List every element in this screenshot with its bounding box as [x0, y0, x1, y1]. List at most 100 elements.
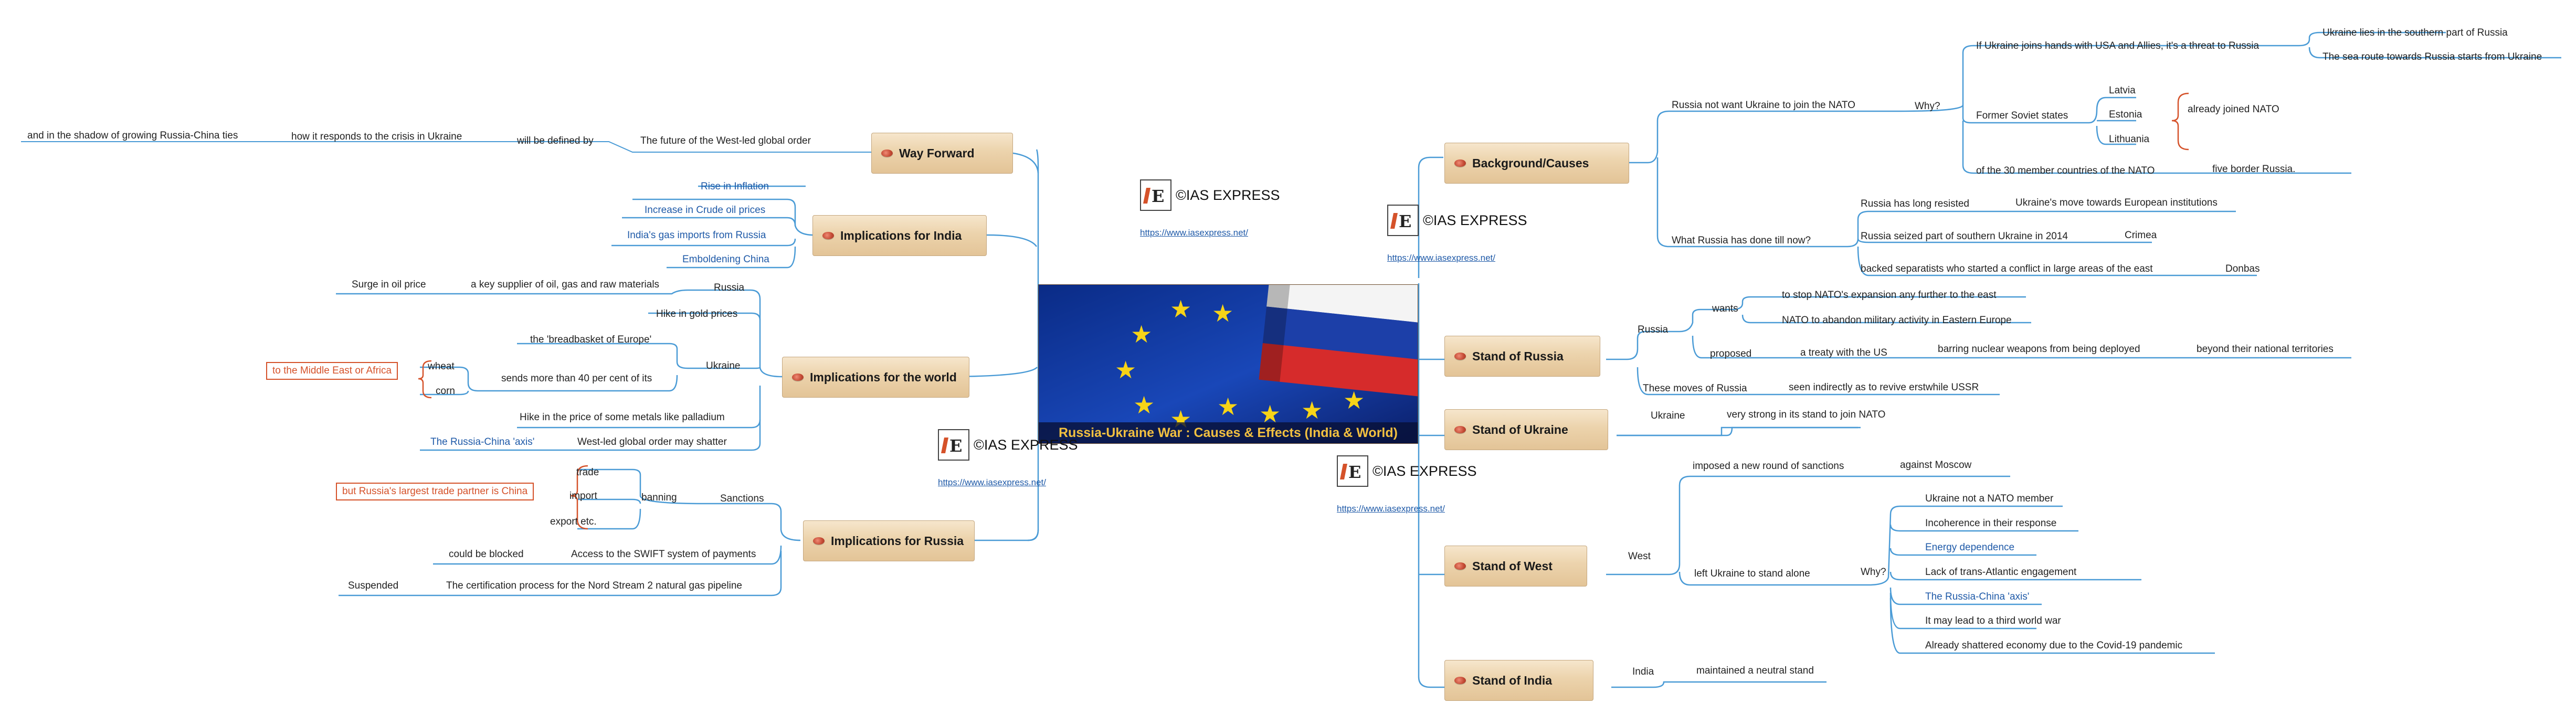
bg-latvia: Latvia [2109, 85, 2136, 96]
topic-bullet-icon [813, 537, 825, 545]
topic-bullet-icon [1454, 677, 1466, 684]
bg-european: Ukraine's move towards European institut… [2015, 197, 2218, 208]
si-neutral: maintained a neutral stand [1696, 665, 1814, 676]
sw-reason: Lack of trans-Atlantic engagement [1925, 567, 2077, 578]
svg-text:★: ★ [1115, 356, 1136, 384]
svg-text:★: ★ [1170, 295, 1191, 323]
ias-logo-icon: E [938, 429, 969, 461]
world-order: West-led global order may shatter [577, 436, 727, 447]
sw-imposed: imposed a new round of sanctions [1693, 461, 1844, 472]
bg-crimea: Crimea [2125, 230, 2157, 241]
topic-bullet-icon [1454, 159, 1466, 167]
bg-thirty: of the 30 member countries of the NATO [1976, 165, 2155, 176]
way-forward-responds: how it responds to the crisis in Ukraine [291, 131, 462, 142]
bg-why: Why? [1915, 101, 1940, 112]
watermark-logo: E ©IAS EXPRESS [938, 429, 1078, 461]
india-inflation: Rise in Inflation [701, 181, 769, 192]
central-caption: Russia-Ukraine War : Causes & Effects (I… [1039, 422, 1418, 443]
world-surge: Surge in oil price [352, 279, 426, 290]
node-way-forward[interactable]: Way Forward [871, 133, 1013, 174]
svg-text:E: E [1399, 211, 1411, 231]
world-wheat: wheat [428, 361, 455, 372]
watermark-logo: E ©IAS EXPRESS [1140, 179, 1280, 211]
node-stand-west[interactable]: Stand of West [1444, 546, 1587, 587]
ias-logo-icon: E [1387, 205, 1419, 236]
bg-seized: Russia seized part of southern Ukraine i… [1861, 231, 2068, 242]
svg-text:E: E [1152, 186, 1164, 206]
su-strong: very strong in its stand to join NATO [1727, 409, 1886, 420]
world-middle-east: to the Middle East or Africa [266, 362, 398, 380]
node-stand-india[interactable]: Stand of India [1444, 660, 1593, 701]
node-implications-russia[interactable]: Implications for Russia [803, 520, 975, 561]
svg-text:★: ★ [1217, 392, 1239, 421]
watermark-link[interactable]: https://www.iasexpress.net/ [938, 477, 1046, 487]
watermark-brand: ©IAS EXPRESS [1373, 463, 1477, 479]
bg-sea: The sea route towards Russia starts from… [2322, 51, 2542, 62]
sw-reason: The Russia-China 'axis' [1925, 591, 2030, 602]
russia-nord: The certification process for the Nord S… [446, 580, 742, 591]
svg-text:★: ★ [1301, 396, 1323, 424]
sr-stop: to stop NATO's expansion any further to … [1782, 290, 1997, 301]
sw-reason: Already shattered economy due to the Cov… [1925, 640, 2183, 651]
russia-suspended: Suspended [348, 580, 399, 591]
topic-bullet-icon [822, 232, 834, 239]
watermark-link[interactable]: https://www.iasexpress.net/ [1140, 228, 1248, 238]
watermark-brand: ©IAS EXPRESS [974, 436, 1078, 453]
russia-import: import [569, 491, 597, 502]
way-forward-shadow: and in the shadow of growing Russia-Chin… [27, 130, 238, 141]
india-gas: India's gas imports from Russia [627, 230, 766, 241]
flags-illustration: ★ ★ ★ ★ ★ ★ ★ ★ ★ ★ [1039, 285, 1418, 443]
sr-russia: Russia [1638, 324, 1669, 335]
russia-sanctions: Sanctions [720, 493, 764, 504]
sw-reason: It may lead to a third world war [1925, 615, 2061, 626]
watermark-link[interactable]: https://www.iasexpress.net/ [1337, 504, 1445, 514]
sw-west: West [1628, 551, 1651, 562]
india-china: Emboldening China [682, 254, 769, 265]
sr-treaty: a treaty with the US [1800, 347, 1887, 358]
sr-proposed: proposed [1710, 348, 1752, 359]
way-forward-future: The future of the West-led global order [640, 135, 811, 146]
watermark-brand: ©IAS EXPRESS [1176, 187, 1280, 203]
russia-export: export etc. [550, 516, 597, 527]
bg-done: What Russia has done till now? [1672, 235, 1811, 246]
topic-bullet-icon [1454, 562, 1466, 570]
topic-bullet-icon [1454, 353, 1466, 360]
bg-southern: Ukraine lies in the southern part of Rus… [2322, 27, 2508, 38]
world-sends: sends more than 40 per cent of its [501, 373, 652, 384]
russia-flag [1259, 285, 1418, 398]
node-implications-india[interactable]: Implications for India [812, 215, 987, 256]
russia-banning: banning [641, 492, 677, 503]
sw-moscow: against Moscow [1900, 460, 1972, 471]
watermark-logo: E ©IAS EXPRESS [1387, 205, 1527, 236]
world-russia: Russia [714, 282, 745, 293]
world-palladium: Hike in the price of some metals like pa… [520, 412, 725, 423]
way-forward-defined: will be defined by [517, 135, 594, 146]
sr-wants: wants [1712, 303, 1738, 314]
topic-bullet-icon [792, 374, 804, 381]
bg-joins: If Ukraine joins hands with USA and Alli… [1976, 40, 2260, 51]
bg-soviet: Former Soviet states [1976, 110, 2068, 121]
bg-already: already joined NATO [2188, 104, 2279, 115]
svg-text:★: ★ [1131, 320, 1152, 348]
watermark-link[interactable]: https://www.iasexpress.net/ [1387, 253, 1495, 263]
sr-beyond: beyond their national territories [2197, 344, 2334, 355]
node-implications-world[interactable]: Implications for the world [782, 357, 969, 398]
sr-moves: These moves of Russia [1643, 383, 1747, 394]
topic-bullet-icon [1454, 426, 1466, 433]
sr-ussr: seen indirectly as to revive erstwhile U… [1789, 382, 1979, 393]
world-ukraine: Ukraine [706, 360, 741, 371]
node-background-causes[interactable]: Background/Causes [1444, 143, 1629, 184]
central-image: ★ ★ ★ ★ ★ ★ ★ ★ ★ ★ Russia-Ukraine War :… [1038, 284, 1418, 444]
bg-backed: backed separatists who started a conflic… [1861, 263, 2153, 274]
ias-logo-icon: E [1140, 179, 1171, 211]
svg-text:★: ★ [1343, 386, 1365, 414]
world-axis: The Russia-China 'axis' [430, 436, 535, 447]
svg-text:E: E [949, 436, 962, 455]
russia-blocked: could be blocked [449, 549, 524, 560]
node-stand-russia[interactable]: Stand of Russia [1444, 336, 1600, 377]
bg-resisted: Russia has long resisted [1861, 198, 1969, 209]
sw-reason: Ukraine not a NATO member [1925, 493, 2054, 504]
si-india: India [1632, 666, 1654, 677]
svg-text:E: E [1348, 462, 1361, 482]
node-stand-ukraine[interactable]: Stand of Ukraine [1444, 409, 1608, 450]
